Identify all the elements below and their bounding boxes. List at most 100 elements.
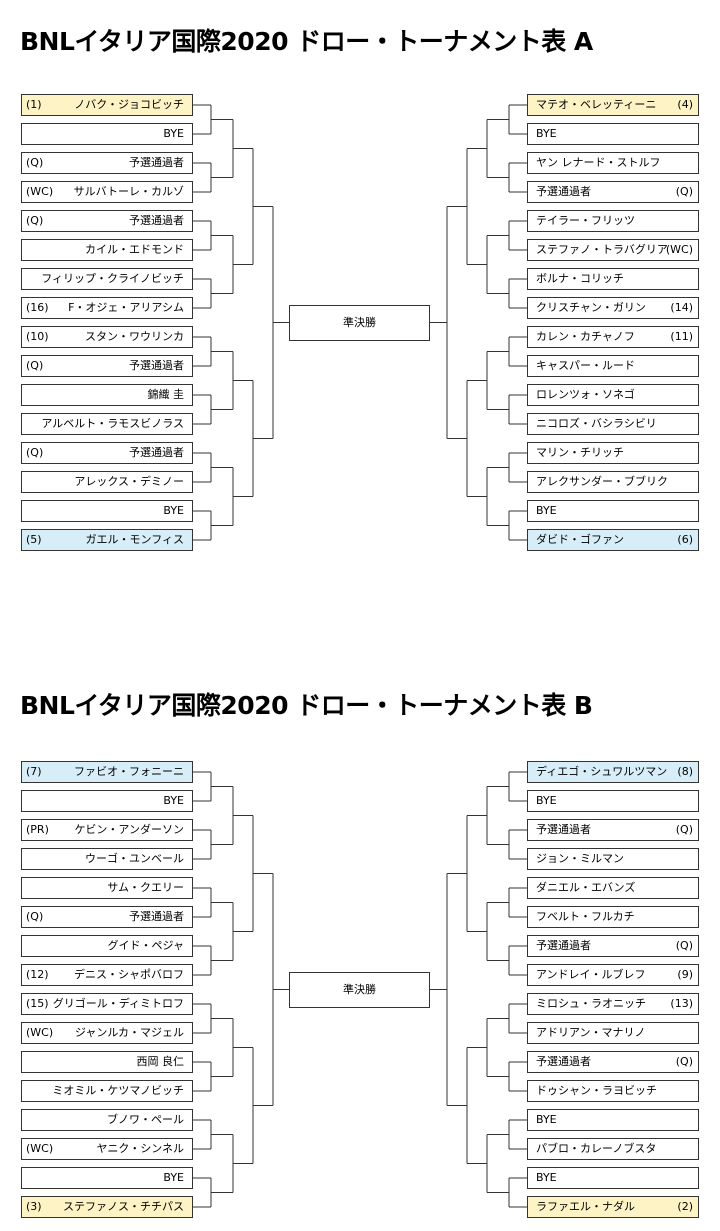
seed-label: (WC) xyxy=(665,243,693,256)
player-slot-right: (Q)予選通過者 xyxy=(527,1051,699,1073)
player-slot-right: テイラー・フリッツ xyxy=(527,210,699,232)
player-name: 予選通過者 xyxy=(129,446,184,459)
player-name: グイド・ペジャ xyxy=(107,939,184,952)
player-slot-left: (12)デニス・シャポバロフ xyxy=(21,964,193,986)
player-slot-left: BYE xyxy=(21,790,193,812)
player-name: ボルナ・コリッチ xyxy=(536,272,624,285)
player-slot-left: グイド・ペジャ xyxy=(21,935,193,957)
seed-label: (8) xyxy=(677,765,693,778)
seed-label: (PR) xyxy=(26,823,49,836)
seed-label: (Q) xyxy=(26,910,44,923)
seed-label: (WC) xyxy=(26,1142,54,1155)
player-name: BYE xyxy=(536,1171,557,1184)
player-name: ステファノス・チチパス xyxy=(63,1200,184,1213)
seed-label: (3) xyxy=(26,1200,42,1213)
seed-label: (Q) xyxy=(675,185,693,198)
seed-label: (14) xyxy=(670,301,693,314)
player-slot-left: (15)グリゴール・ディミトロフ xyxy=(21,993,193,1015)
player-slot-left: フィリップ・クライノビッチ xyxy=(21,268,193,290)
player-slot-left: サム・クエリー xyxy=(21,877,193,899)
player-name: ノバク・ジョコビッチ xyxy=(74,98,184,111)
player-slot-left: (Q) 予選通過者 xyxy=(21,906,193,928)
player-name: ダビド・ゴファン xyxy=(536,533,624,546)
player-slot-left: (10)スタン・ワウリンカ xyxy=(21,326,193,348)
player-name: アレクサンダー・ブブリク xyxy=(536,475,668,488)
player-slot-right: (11)カレン・カチャノフ xyxy=(527,326,699,348)
player-slot-right: (6)ダビド・ゴファン xyxy=(527,529,699,551)
player-slot-right: (14)クリスチャン・ガリン xyxy=(527,297,699,319)
player-slot-left: (16)F・オジェ・アリアシム xyxy=(21,297,193,319)
player-slot-right: ダニエル・エバンズ xyxy=(527,877,699,899)
player-slot-right: (4) マテオ・ベレッティーニ xyxy=(527,94,699,116)
seed-label: (5) xyxy=(26,533,42,546)
seed-label: (1) xyxy=(26,98,42,111)
seed-label: (13) xyxy=(670,997,693,1010)
player-name: フィリップ・クライノビッチ xyxy=(41,272,184,285)
player-slot-left: (WC)ジャンルカ・マジェル xyxy=(21,1022,193,1044)
player-slot-right: (2)ラファエル・ナダル xyxy=(527,1196,699,1218)
player-slot-left: BYE xyxy=(21,123,193,145)
player-name: キャスパー・ルード xyxy=(536,359,635,372)
player-name: BYE xyxy=(163,127,184,140)
player-name: グリゴール・ディミトロフ xyxy=(52,997,184,1010)
player-slot-left: (1) ノバク・ジョコビッチ xyxy=(21,94,193,116)
player-slot-left: 錦織 圭 xyxy=(21,384,193,406)
player-name: ジャンルカ・マジェル xyxy=(74,1026,184,1039)
player-name: ダニエル・エバンズ xyxy=(536,881,636,894)
player-name: アンドレイ・ルブレフ xyxy=(536,968,646,981)
player-name: サルバトーレ・カルゾ xyxy=(73,185,184,198)
player-slot-right: BYE xyxy=(527,1167,699,1189)
player-name: 予選通過者 xyxy=(536,185,591,198)
player-name: フベルト・フルカチ xyxy=(536,910,635,923)
seed-label: (WC) xyxy=(26,185,54,198)
player-slot-right: (Q)予選通過者 xyxy=(527,819,699,841)
player-name: ケビン・アンダーソン xyxy=(74,823,184,836)
player-name: BYE xyxy=(163,504,184,517)
player-name: ステファノ・トラバグリア xyxy=(536,243,668,256)
seed-label: (4) xyxy=(677,98,693,111)
player-slot-left: 西岡 良仁 xyxy=(21,1051,193,1073)
player-name: 西岡 良仁 xyxy=(136,1055,185,1068)
player-slot-right: (13)ミロシュ・ラオニッチ xyxy=(527,993,699,1015)
bracket-title: BNLイタリア国際2020 ドロー・トーナメント表 B xyxy=(20,691,593,720)
player-name: ニコロズ・バシラシビリ xyxy=(536,417,657,430)
bracket-title: BNLイタリア国際2020 ドロー・トーナメント表 A xyxy=(20,27,593,56)
player-name: ガエル・モンフィス xyxy=(85,533,184,546)
player-slot-left: アルベルト・ラモスビノラス xyxy=(21,413,193,435)
player-slot-right: (Q) 予選通過者 xyxy=(527,181,699,203)
player-slot-right: ボルナ・コリッチ xyxy=(527,268,699,290)
player-name: アレックス・デミノー xyxy=(74,475,184,488)
player-slot-left: (3) ステファノス・チチパス xyxy=(21,1196,193,1218)
player-slot-left: (Q)予選通過者 xyxy=(21,355,193,377)
player-name: BYE xyxy=(536,504,557,517)
seed-label: (Q) xyxy=(26,214,44,227)
player-slot-right: マリン・チリッチ xyxy=(527,442,699,464)
semifinal-box: 準決勝 xyxy=(289,971,430,1008)
player-name: アルベルト・ラモスビノラス xyxy=(41,417,184,430)
player-slot-right: アレクサンダー・ブブリク xyxy=(527,471,699,493)
seed-label: (9) xyxy=(677,968,693,981)
player-name: スタン・ワウリンカ xyxy=(85,330,184,343)
player-slot-right: キャスパー・ルード xyxy=(527,355,699,377)
player-slot-right: パブロ・カレーノブスタ xyxy=(527,1138,699,1160)
player-name: アドリアン・マナリノ xyxy=(536,1026,646,1039)
player-name: デニス・シャポバロフ xyxy=(74,968,184,981)
player-name: ジョン・ミルマン xyxy=(536,852,624,865)
player-slot-left: (PR) ケビン・アンダーソン xyxy=(21,819,193,841)
seed-label: (15) xyxy=(26,997,49,1010)
player-slot-left: BYE xyxy=(21,500,193,522)
player-name: 錦織 圭 xyxy=(147,388,185,401)
player-name: ドゥシャン・ラヨビッチ xyxy=(536,1084,657,1097)
player-slot-left: ブノワ・ペール xyxy=(21,1109,193,1131)
player-slot-right: BYE xyxy=(527,500,699,522)
player-slot-left: (Q)予選通過者 xyxy=(21,442,193,464)
player-name: 予選通過者 xyxy=(129,214,184,227)
player-name: マテオ・ベレッティーニ xyxy=(536,98,657,111)
player-name: ヤニク・シンネル xyxy=(96,1142,184,1155)
semifinal-box: 準決勝 xyxy=(289,304,430,341)
player-name: サム・クエリー xyxy=(107,881,184,894)
player-slot-left: (Q) 予選通過者 xyxy=(21,210,193,232)
player-name: 予選通過者 xyxy=(129,910,184,923)
player-name: テイラー・フリッツ xyxy=(536,214,635,227)
